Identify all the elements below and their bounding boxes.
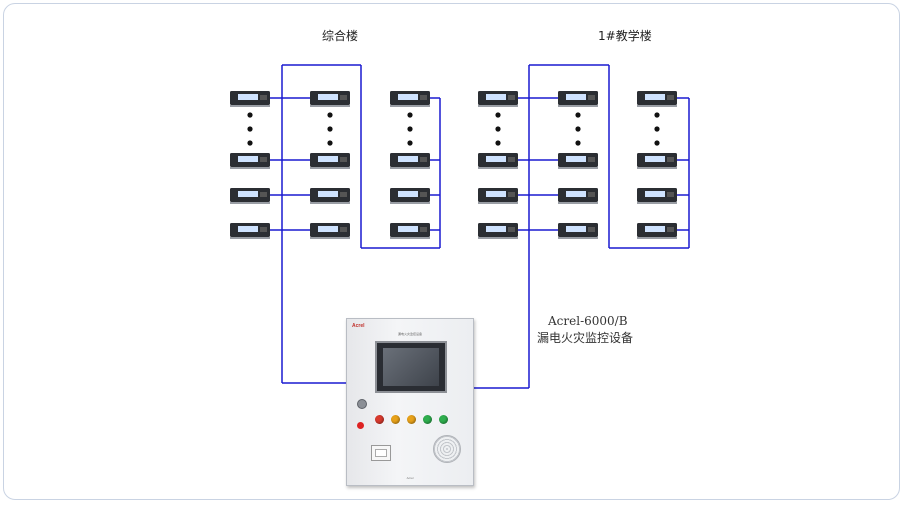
indicator-led-3 bbox=[407, 415, 416, 424]
controller-name-label: 漏电火灾监控设备 bbox=[537, 331, 634, 345]
zhl-col1-detector-1 bbox=[230, 91, 270, 107]
zhl-col1-detector-4 bbox=[230, 223, 270, 239]
monitoring-controller-cabinet: Acrel 漏电火灾监控设备 Acrel bbox=[346, 318, 474, 486]
jxl-col3-dot-2 bbox=[654, 126, 660, 132]
zhl-col3-detector-1 bbox=[390, 91, 430, 107]
zhl-col1-dot-3 bbox=[247, 140, 253, 146]
emergency-stop-icon bbox=[357, 422, 364, 429]
jxl-col3-dot-3 bbox=[654, 140, 660, 146]
zhl-col1-dot-1 bbox=[247, 112, 253, 118]
jxl-col2-detector-2 bbox=[558, 153, 598, 169]
zhl-col3-dot-3 bbox=[407, 140, 413, 146]
zhl-col3-detector-4 bbox=[390, 223, 430, 239]
zhl-col2-detector-4 bbox=[310, 223, 350, 239]
zhl-col1-dot-2 bbox=[247, 126, 253, 132]
indicator-led-2 bbox=[391, 415, 400, 424]
jxl-col2-dot-2 bbox=[575, 126, 581, 132]
building-label-comprehensive: 综合楼 bbox=[322, 29, 359, 43]
cabinet-logo: Acrel bbox=[352, 323, 365, 329]
jxl-col1-detector-4 bbox=[478, 223, 518, 239]
jxl-col2-detector-3 bbox=[558, 188, 598, 204]
zhl-col1-detector-2 bbox=[230, 153, 270, 169]
zhl-col3-detector-2 bbox=[390, 153, 430, 169]
speaker-icon bbox=[433, 435, 461, 463]
building-label-teaching: 1#教学楼 bbox=[598, 29, 652, 43]
jxl-col3-detector-1 bbox=[637, 91, 677, 107]
bus-wires bbox=[270, 64, 690, 389]
jxl-col1-dot-2 bbox=[495, 126, 501, 132]
zhl-col3-dot-2 bbox=[407, 126, 413, 132]
cabinet-key-icon bbox=[357, 399, 367, 409]
zhl-col1-detector-3 bbox=[230, 188, 270, 204]
zhl-col2-dot-2 bbox=[327, 126, 333, 132]
jxl-col1-dot-1 bbox=[495, 112, 501, 118]
jxl-col2-detector-4 bbox=[558, 223, 598, 239]
jxl-col2-dot-1 bbox=[575, 112, 581, 118]
jxl-col1-detector-2 bbox=[478, 153, 518, 169]
zhl-col3-dot-1 bbox=[407, 112, 413, 118]
jxl-col3-detector-4 bbox=[637, 223, 677, 239]
zhl-col3-detector-3 bbox=[390, 188, 430, 204]
detector-devices bbox=[230, 91, 677, 239]
zhl-col2-dot-3 bbox=[327, 140, 333, 146]
indicator-led-4 bbox=[423, 415, 432, 424]
jxl-col3-detector-3 bbox=[637, 188, 677, 204]
zhl-col2-detector-1 bbox=[310, 91, 350, 107]
zhl-col2-detector-2 bbox=[310, 153, 350, 169]
cabinet-maker-text: Acrel bbox=[406, 476, 414, 480]
jxl-col1-detector-3 bbox=[478, 188, 518, 204]
jxl-col2-detector-1 bbox=[558, 91, 598, 107]
controller-model-label: Acrel-6000/B bbox=[548, 314, 628, 328]
cabinet-touchscreen bbox=[375, 341, 447, 393]
jxl-col1-detector-1 bbox=[478, 91, 518, 107]
cabinet-model-text: 漏电火灾监控设备 bbox=[397, 332, 422, 336]
printer-icon bbox=[371, 445, 391, 461]
zhl-col2-detector-3 bbox=[310, 188, 350, 204]
jxl-col1-dot-3 bbox=[495, 140, 501, 146]
zhl-col2-dot-1 bbox=[327, 112, 333, 118]
indicator-led-5 bbox=[439, 415, 448, 424]
jxl-col2-dot-3 bbox=[575, 140, 581, 146]
jxl-col3-detector-2 bbox=[637, 153, 677, 169]
indicator-led-1 bbox=[375, 415, 384, 424]
jxl-col3-dot-1 bbox=[654, 112, 660, 118]
